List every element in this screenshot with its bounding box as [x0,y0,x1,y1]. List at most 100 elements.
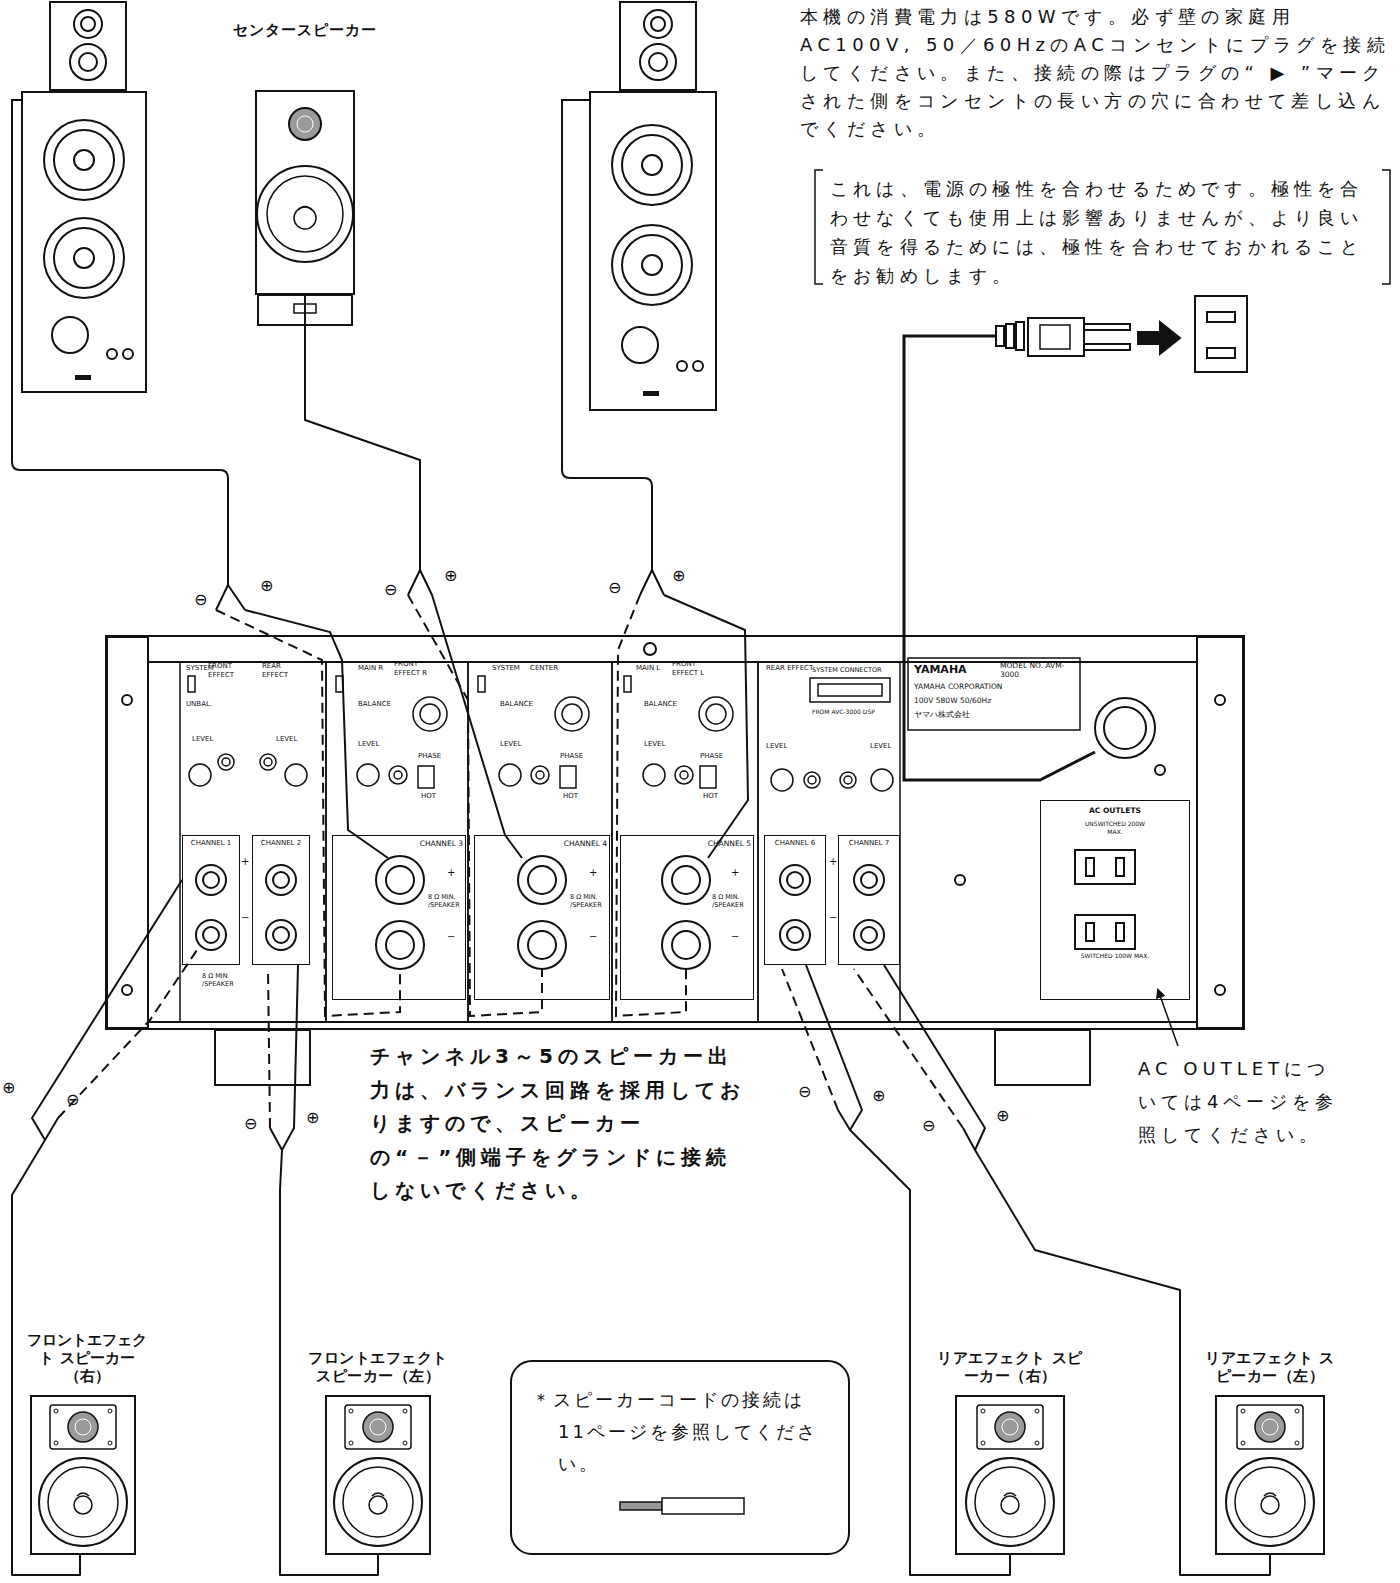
panel-label: HOT [703,792,718,801]
speaker-terminals [196,920,226,950]
polarity-mark: − [241,911,249,924]
amplifier-chassis [107,637,148,1028]
speaker-cord [505,835,522,858]
main-speaker-left [644,10,672,38]
panel-label: PHASE [418,752,441,761]
wiring-illustration [1226,1405,1314,1546]
panel-label: LEVEL [500,740,521,749]
panel-controls [413,697,447,731]
speaker-cable [12,880,182,1575]
speaker-cord [963,1128,975,1150]
cord-picture [620,1498,744,1514]
speaker-cord [216,585,245,610]
speaker-terminals [780,865,810,895]
polarity-symbol: ⊖ [608,578,621,598]
instruction-text: これは、電源の極性を合わせるためです。極性を合わせなくても使用上は影響ありません… [830,174,1382,290]
speaker-cord [216,610,400,1016]
reference-note-box: ＊スピーカーコードの接続は11ページを参照してください。 [510,1360,850,1555]
speaker-cord [838,1110,850,1130]
speaker-label: リアエフェクト スピーカー（左） [1200,1349,1340,1385]
power-rating: 100V 580W 50/60Hz [914,696,991,705]
channel-terminal: CHANNEL 5 [620,835,754,1000]
main-speaker-right [22,92,146,392]
center-speaker-drivers [289,108,321,140]
main-speaker-left [590,2,716,410]
reference-note: AC OUTLETについては4ページを参照してください。 [1138,1052,1350,1151]
panel-label: MAIN R [358,664,383,673]
channel-terminal: CHANNEL 3 [332,835,466,1000]
amplifier-chassis [107,637,1243,1085]
panel-label: 8 Ω MIN. /SPEAKER [570,893,608,909]
power-plug [904,336,1095,780]
amplifier-chassis [468,662,612,1022]
amplifier-chassis [908,658,1080,730]
speaker-cable [280,965,378,1575]
speaker-label: センタースピーカー [225,21,385,40]
channel-label: CHANNEL 5 [681,839,751,848]
center-speaker-drivers [257,166,353,262]
amplifier-rear-panel: YAMAHAMODEL NO. AVM-3000YAMAHA CORPORATI… [105,635,1245,1030]
panel-label: MAIN L [636,664,660,673]
panel-controls [700,766,716,788]
panel-controls [420,704,440,724]
panel-label: BALANCE [500,700,533,709]
panel-label: LEVEL [870,742,891,751]
polarity-mark: + [731,866,739,879]
speaker-terminals [787,927,803,943]
main-speaker-right [22,2,146,392]
panel-label: 8 Ω MIN. /SPEAKER [712,893,750,909]
polarity-mark: + [447,866,455,879]
main-speaker-left [644,392,658,395]
note-bracket [815,170,823,284]
speaker-terminals [196,865,226,895]
speaker-terminals [672,931,700,959]
speaker-cord [782,969,838,1110]
speaker-terminals [662,921,710,969]
panel-controls [643,764,665,786]
speaker-terminals [787,872,803,888]
amplifier-chassis [1116,858,1124,876]
panel-controls [680,771,688,779]
polarity-symbol: ⊕ [672,566,685,586]
main-speaker-left [612,225,692,305]
speaker-terminals [854,920,884,950]
amplifier-chassis [1215,985,1225,995]
channel-terminal: CHANNEL 2 [252,835,310,965]
amplifier-chassis [1075,915,1135,949]
speaker-cord [45,1118,58,1140]
speaker-terminals [518,921,566,969]
panel-label: LEVEL [276,735,297,744]
panel-controls [531,766,549,784]
amplifier-chassis [1104,707,1146,749]
center-speaker-drivers [294,207,316,229]
brand-name: YAMAHA [914,663,967,677]
panel-controls [418,766,434,788]
main-speaker-right [74,150,94,170]
panel-controls [560,766,576,788]
polarity-symbol: ⊖ [66,1090,79,1110]
panel-controls [218,754,234,770]
panel-label: LEVEL [766,742,787,751]
panel-controls [706,704,726,724]
wiring-illustration [39,1405,127,1546]
speaker-cord [616,595,686,1016]
panel-controls [222,758,230,766]
main-speaker-left [612,125,692,205]
panel-label: 8 Ω MIN. /SPEAKER [428,893,466,909]
speaker-terminals [196,856,884,969]
cord-picture [620,1502,662,1510]
amplifier-chassis [1155,765,1165,775]
maker-name: YAMAHA CORPORATION [914,682,1002,691]
panel-label: SYSTEM [492,664,520,673]
speaker-terminals [376,856,424,904]
main-speaker-left [651,17,665,31]
channel-terminal: CHANNEL 6 [764,835,826,965]
main-speaker-right [107,349,117,359]
main-speaker-right [50,2,126,90]
panel-controls [394,771,402,779]
amplifier-chassis [758,662,900,1022]
main-speaker-right [74,248,94,268]
speaker-terminals [518,856,566,904]
amplifier-chassis [955,875,965,885]
polarity-symbol: ⊕ [260,576,273,596]
